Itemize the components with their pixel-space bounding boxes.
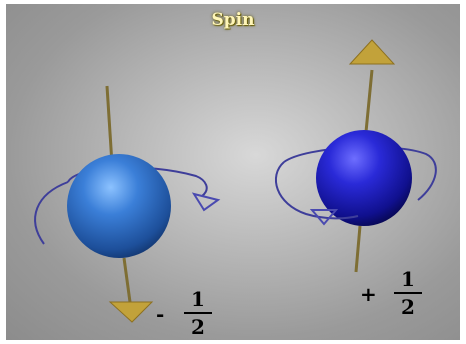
right-rotation-arrow-back — [283, 146, 437, 201]
right-spin-fraction: 1 2 — [394, 268, 422, 318]
left-particle — [34, 85, 221, 323]
right-fraction-bar — [394, 292, 422, 294]
spin-illustration — [34, 39, 437, 323]
left-spin-denominator: 2 — [191, 315, 205, 339]
left-rotation-arrow-front — [34, 181, 69, 245]
right-rotation-arrow-front — [275, 161, 359, 220]
right-up-arrowhead — [348, 39, 396, 65]
right-sphere — [316, 130, 412, 226]
left-spin-sign: - — [156, 302, 165, 326]
left-down-arrowhead — [108, 301, 154, 323]
right-particle — [275, 39, 437, 273]
right-spin-numerator: 1 — [401, 267, 415, 291]
spin-diagram: Spin - 1 2 + 1 2 — [6, 4, 460, 340]
left-spin-fraction: 1 2 — [184, 288, 212, 338]
left-rotation-arrowhead — [191, 192, 221, 212]
right-spin-denominator: 2 — [401, 295, 415, 319]
left-axis-top — [105, 85, 114, 165]
right-axis-top — [364, 69, 374, 133]
title: Spin — [211, 10, 255, 30]
left-spin-numerator: 1 — [191, 287, 205, 311]
right-rotation-arrowhead — [309, 209, 339, 226]
left-sphere — [67, 154, 171, 258]
right-axis-bottom — [354, 225, 362, 273]
left-fraction-bar — [184, 312, 212, 314]
left-axis-bottom — [122, 257, 132, 303]
right-spin-sign: + — [360, 282, 377, 306]
